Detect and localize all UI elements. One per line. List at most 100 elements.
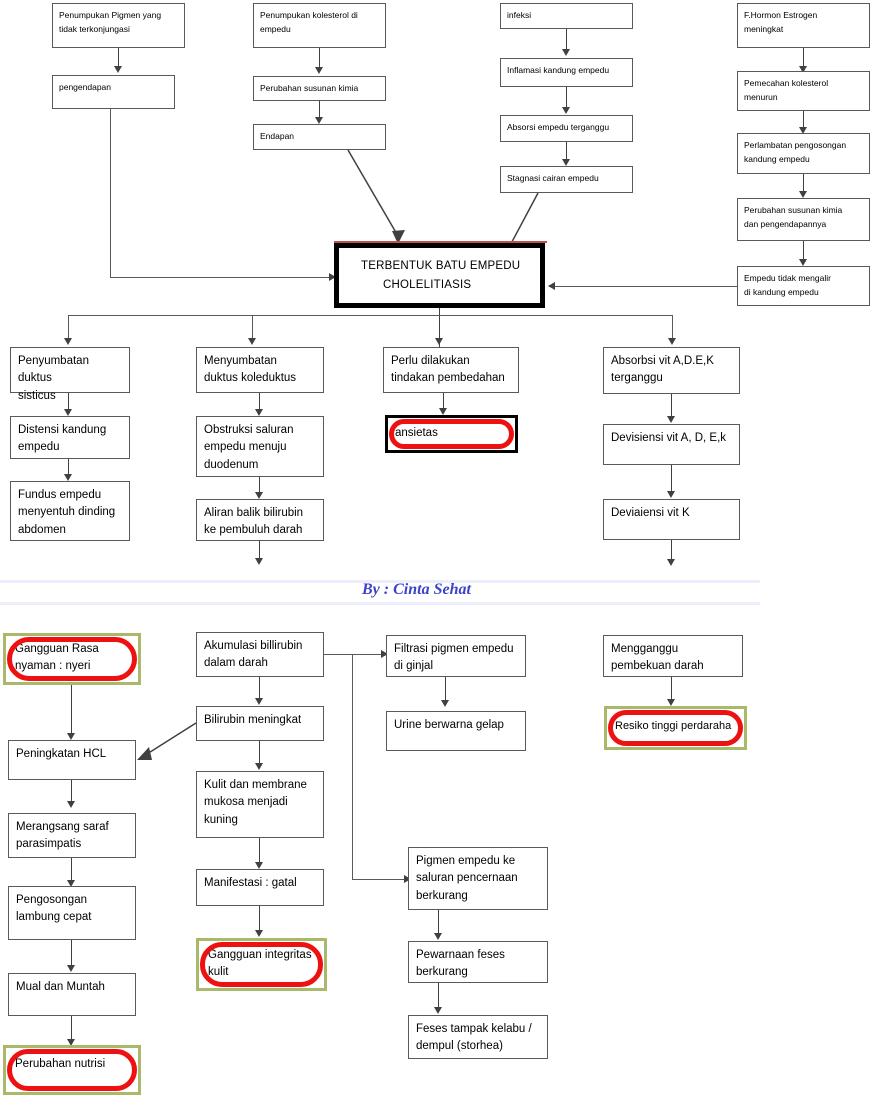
node-perubahan-susunan-pengendapan[interactable]: Perubahan susunan kimia dan pengendapann… bbox=[737, 198, 870, 241]
connector-m2-1-to-m2-2 bbox=[259, 393, 261, 410]
node-perubahan-susunan-kimia[interactable]: Perubahan susunan kimia bbox=[253, 76, 386, 101]
connector-b3-4-to-b3-5 bbox=[438, 983, 440, 1008]
node-obstruksi-saluran-empedu[interactable]: Obstruksi saluran empedu menuju duodenum bbox=[196, 416, 324, 477]
arrowhead bbox=[667, 559, 675, 566]
connector-bilirubin-to-hcl bbox=[137, 722, 197, 760]
node-menyumbatan-duktus-koleduktus[interactable]: Menyumbatan duktus koleduktus bbox=[196, 347, 324, 393]
arrowhead bbox=[315, 67, 323, 74]
connector-b1-5-to-b1-6 bbox=[71, 1016, 73, 1040]
node-fundus-empedu-menyentuh[interactable]: Fundus empedu menyentuh dinding abdomen bbox=[10, 481, 130, 541]
connector-fanout-b2 bbox=[252, 315, 254, 339]
node-perlambatan-pengosongan[interactable]: Perlambatan pengosongan kandung empedu bbox=[737, 133, 870, 174]
arrowhead bbox=[64, 474, 72, 481]
node-bilirubin-meningkat[interactable]: Bilirubin meningkat bbox=[196, 706, 324, 741]
node-feses-tampak-kelabu[interactable]: Feses tampak kelabu / dempul (storhea) bbox=[408, 1015, 548, 1059]
arrowhead bbox=[255, 698, 263, 705]
connector-pengendapan-down bbox=[110, 109, 112, 277]
arrowhead bbox=[435, 338, 443, 345]
node-perubahan-nutrisi[interactable]: Perubahan nutrisi bbox=[6, 1048, 138, 1092]
arrowhead bbox=[381, 650, 388, 658]
node-deviaiensi-vit-k[interactable]: Deviaiensi vit K bbox=[603, 499, 740, 540]
connector-m2-3-down bbox=[259, 541, 261, 559]
arrowhead bbox=[667, 416, 675, 423]
connector-bus-to-filtrasi bbox=[352, 654, 385, 656]
arrowhead bbox=[562, 107, 570, 114]
node-endapan[interactable]: Endapan bbox=[253, 124, 386, 150]
node-infeksi[interactable]: infeksi bbox=[500, 3, 633, 29]
node-absorsi-empedu-terganggu[interactable]: Absorsi empedu terganggu bbox=[500, 115, 633, 142]
arrowhead bbox=[668, 338, 676, 345]
connector-t3-3-to-t3-4 bbox=[566, 142, 568, 160]
connector-t2-1-to-t2-2 bbox=[319, 48, 321, 68]
connector-empedu-to-central bbox=[549, 286, 738, 288]
connector-central-down bbox=[439, 308, 441, 353]
node-absorbsi-vit-terganggu[interactable]: Absorbsi vit A,D.E,K terganggu bbox=[603, 347, 740, 394]
node-pengosongan-lambung-cepat[interactable]: Pengosongan lambung cepat bbox=[8, 886, 136, 940]
arrowhead bbox=[799, 191, 807, 198]
arrowhead bbox=[64, 409, 72, 416]
central-node-cholelitiasis[interactable]: TERBENTUK BATU EMPEDU CHOLELITIASIS bbox=[334, 243, 545, 308]
node-pemecahan-kolesterol[interactable]: Pemecahan kolesterol menurun bbox=[737, 71, 870, 111]
node-gangguan-integritas-kulit[interactable]: Gangguan integritas kulit bbox=[199, 941, 324, 988]
node-urine-berwarna-gelap[interactable]: Urine berwarna gelap bbox=[386, 711, 526, 751]
arrowhead bbox=[248, 338, 256, 345]
node-ansietas[interactable]: ansietas bbox=[388, 418, 515, 450]
node-pigmen-empedu-saluran-pencernaan[interactable]: Pigmen empedu ke saluran pencernaan berk… bbox=[408, 847, 548, 910]
node-inflamasi-kandung-empedu[interactable]: Inflamasi kandung empedu bbox=[500, 58, 633, 87]
node-manifestasi-gatal[interactable]: Manifestasi : gatal bbox=[196, 869, 324, 906]
node-mengganggu-pembekuan-darah[interactable]: Mengganggu pembekuan darah bbox=[603, 635, 743, 677]
arrowhead bbox=[404, 875, 411, 883]
node-resiko-tinggi-perdarahan[interactable]: Resiko tinggi perdaraha bbox=[607, 709, 744, 747]
connector-t2-2-to-t2-3 bbox=[319, 101, 321, 118]
connector-b3-3-to-b3-4 bbox=[438, 910, 440, 934]
arrowhead bbox=[439, 408, 447, 415]
central-node-line2: CHOLELITIASIS bbox=[383, 279, 472, 292]
node-penumpukan-kolesterol[interactable]: Penumpukan kolesterol di empedu bbox=[253, 3, 386, 48]
connector-b1-3-to-b1-4 bbox=[71, 858, 73, 881]
node-distensi-kandung-empedu[interactable]: Distensi kandung empedu bbox=[10, 416, 130, 459]
connector-b1-4-to-b1-5 bbox=[71, 940, 73, 966]
arrowhead bbox=[799, 259, 807, 266]
connector-t3-2-to-t3-3 bbox=[566, 87, 568, 108]
arrowhead bbox=[548, 282, 555, 290]
arrowhead bbox=[799, 127, 807, 134]
connector-pengendapan-right bbox=[110, 277, 332, 279]
arrowhead bbox=[255, 862, 263, 869]
connector-t3-1-to-t3-2 bbox=[566, 29, 568, 50]
node-penyumbatan-duktus-sisticus[interactable]: Penyumbatan duktus sisticus bbox=[10, 347, 130, 402]
central-node-line1: TERBENTUK BATU EMPEDU bbox=[361, 259, 521, 272]
node-merangsang-saraf-parasimpatis[interactable]: Merangsang saraf parasimpatis bbox=[8, 813, 136, 858]
node-pewarnaan-feses-berkurang[interactable]: Pewarnaan feses berkurang bbox=[408, 941, 548, 983]
node-peningkatan-hcl[interactable]: Peningkatan HCL bbox=[8, 740, 136, 780]
node-akumulasi-billirubin[interactable]: Akumulasi billirubin dalam darah bbox=[196, 632, 324, 677]
connector-b3-1-to-b3-2 bbox=[445, 677, 447, 701]
connector-akumulasi-bus-right bbox=[324, 654, 352, 656]
node-devisiensi-vit-adek[interactable]: Devisiensi vit A, D, E,k bbox=[603, 424, 740, 465]
node-aliran-balik-bilirubin[interactable]: Aliran balik bilirubin ke pembuluh darah bbox=[196, 499, 324, 541]
node-empedu-tidak-mengalir[interactable]: Empedu tidak mengalir di kandung empedu bbox=[737, 266, 870, 306]
band-line-bottom bbox=[0, 602, 760, 605]
connector-m4-1-to-m4-2 bbox=[671, 394, 673, 417]
band-line-top bbox=[0, 580, 760, 583]
node-hormon-estrogen[interactable]: F.Hormon Estrogen meningkat bbox=[737, 3, 870, 48]
connector-bus-to-pigmen bbox=[352, 879, 408, 881]
node-stagnasi-cairan-empedu[interactable]: Stagnasi cairan empedu bbox=[500, 166, 633, 193]
arrowhead bbox=[255, 763, 263, 770]
node-mual-dan-muntah[interactable]: Mual dan Muntah bbox=[8, 973, 136, 1016]
node-kulit-membrane-mukosa-kuning[interactable]: Kulit dan membrane mukosa menjadi kuning bbox=[196, 771, 324, 838]
node-penumpukan-pigmen[interactable]: Penumpukan Pigmen yang tidak terkonjunga… bbox=[52, 3, 185, 48]
connector-endapan-to-central bbox=[347, 149, 405, 244]
connector-t1-1-to-t1-2 bbox=[118, 48, 120, 67]
node-pengendapan[interactable]: pengendapan bbox=[52, 75, 175, 109]
node-perlu-tindakan-pembedahan[interactable]: Perlu dilakukan tindakan pembedahan bbox=[383, 347, 519, 393]
node-gangguan-rasa-nyaman[interactable]: Gangguan Rasa nyaman : nyeri bbox=[6, 636, 138, 682]
connector-b2-3-to-b2-4 bbox=[259, 838, 261, 863]
arrowhead bbox=[329, 273, 336, 281]
arrowhead bbox=[667, 699, 675, 706]
arrowhead bbox=[255, 930, 263, 937]
node-filtrasi-pigmen-ginjal[interactable]: Filtrasi pigmen empedu di ginjal bbox=[386, 635, 526, 677]
arrowhead bbox=[255, 492, 263, 499]
central-node-accent bbox=[334, 241, 547, 243]
arrowhead bbox=[562, 49, 570, 56]
